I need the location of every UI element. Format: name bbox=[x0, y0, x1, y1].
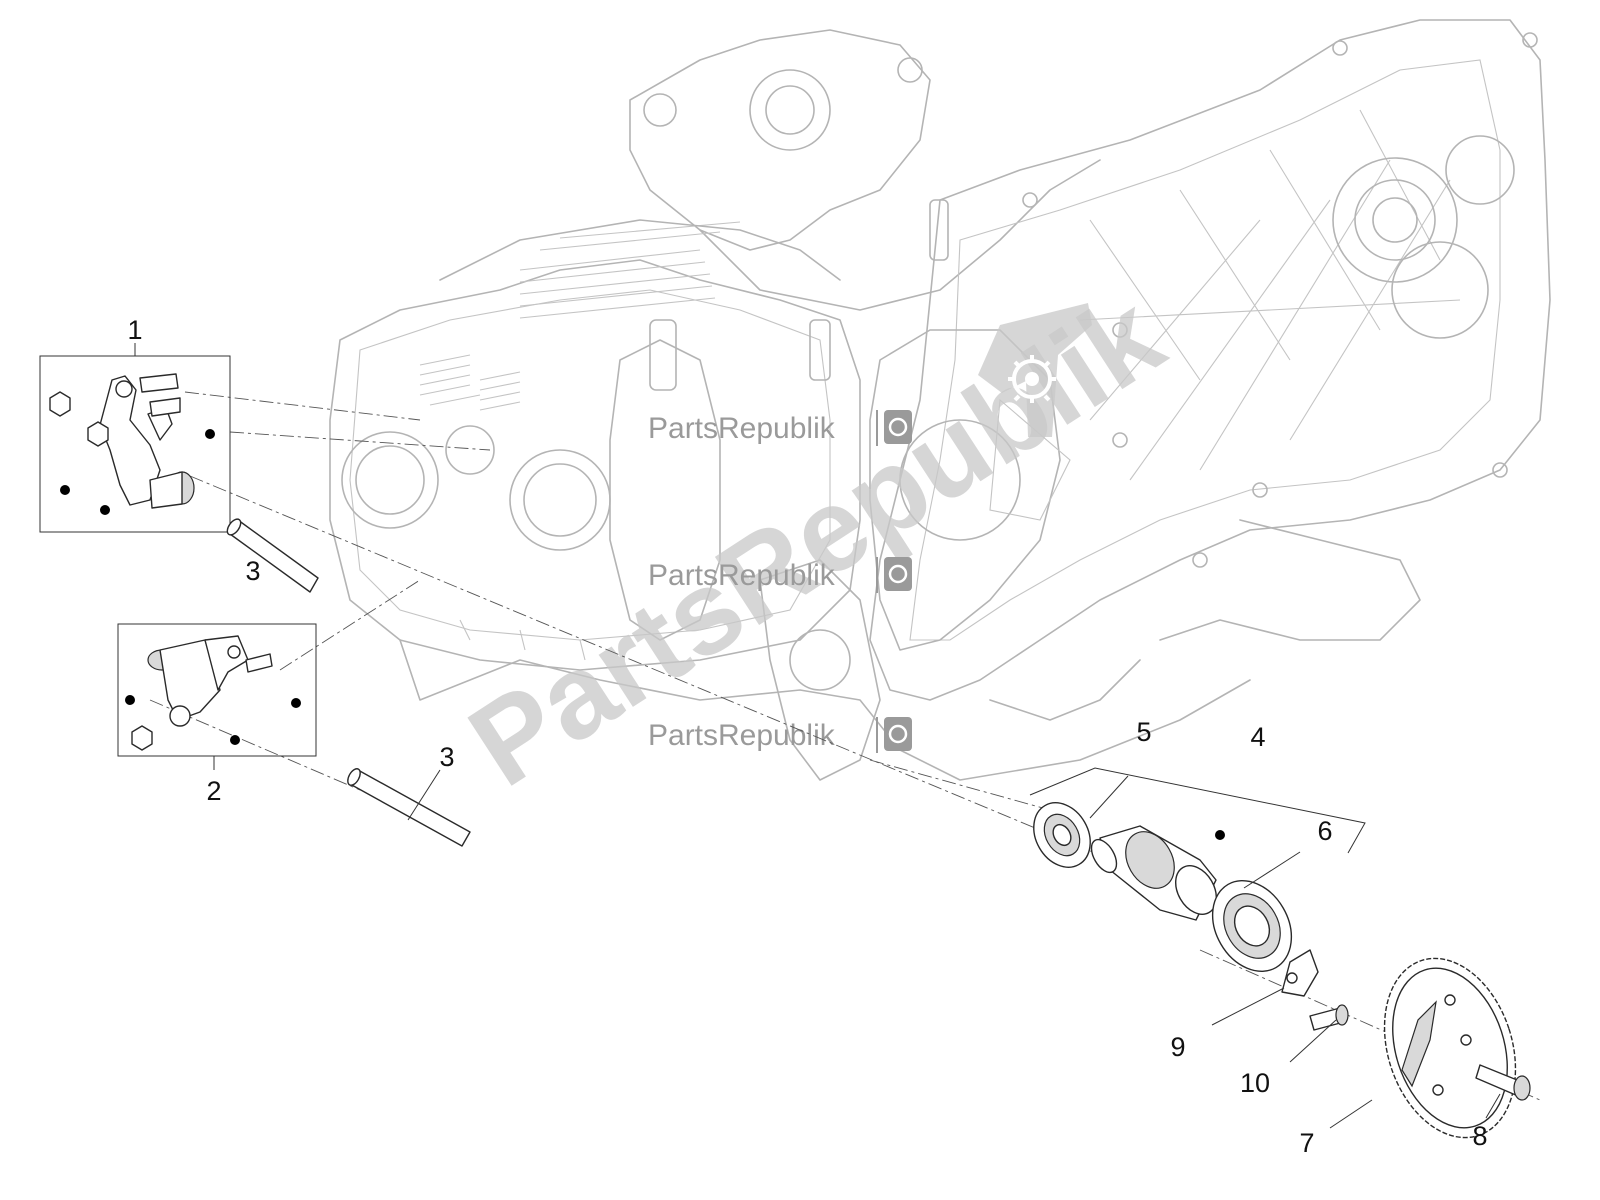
watermark-tag-3: PartsRepublik bbox=[648, 717, 912, 753]
rocker-shaft-lower bbox=[347, 768, 471, 847]
screw-10 bbox=[1309, 1004, 1349, 1031]
engine-crankcase-outline bbox=[329, 19, 1551, 781]
watermark-tag-text: PartsRepublik bbox=[648, 412, 836, 445]
callout-3-lower: 3 bbox=[439, 742, 454, 772]
watermark-tag-2: PartsRepublik bbox=[648, 557, 912, 593]
callout-8: 8 bbox=[1472, 1121, 1487, 1151]
callout-6: 6 bbox=[1317, 816, 1332, 846]
camshaft bbox=[1090, 825, 1225, 921]
callout-leaders bbox=[407, 769, 1501, 1129]
callout-1: 1 bbox=[127, 315, 142, 345]
callout-9: 9 bbox=[1170, 1032, 1185, 1062]
gear-icon bbox=[888, 417, 908, 437]
callout-5: 5 bbox=[1136, 717, 1151, 747]
rocker-shaft-upper bbox=[226, 518, 319, 593]
part-group-rocker-arm-2 bbox=[117, 623, 317, 770]
decompressor-weight bbox=[1281, 949, 1319, 997]
watermark-tag-text: PartsRepublik bbox=[648, 719, 836, 752]
watermark-logo bbox=[978, 303, 1092, 437]
callout-10: 10 bbox=[1240, 1068, 1270, 1098]
bearing-large bbox=[1211, 880, 1293, 972]
callout-7: 7 bbox=[1299, 1128, 1314, 1158]
camshaft-sprocket bbox=[1383, 957, 1517, 1139]
gear-icon bbox=[888, 564, 908, 584]
watermark-layer: PartsRepublik PartsRepublik PartsRepubli… bbox=[447, 269, 1185, 812]
gear-wrench-icon bbox=[1008, 355, 1056, 403]
watermark-tag-text: PartsRepublik bbox=[648, 559, 836, 592]
camshaft-assembly bbox=[1029, 767, 1366, 972]
callout-labels: 1 2 3 3 4 5 6 7 8 9 10 bbox=[127, 315, 1487, 1158]
bearing-small bbox=[1033, 802, 1091, 868]
callout-2: 2 bbox=[206, 776, 221, 806]
part-group-rocker-arm-1 bbox=[39, 343, 231, 533]
callout-4: 4 bbox=[1250, 722, 1265, 752]
callout-3-upper: 3 bbox=[245, 556, 260, 586]
gear-icon bbox=[888, 724, 908, 744]
watermark-tag-1: PartsRepublik bbox=[648, 410, 912, 446]
bolt-8 bbox=[1475, 1064, 1531, 1101]
